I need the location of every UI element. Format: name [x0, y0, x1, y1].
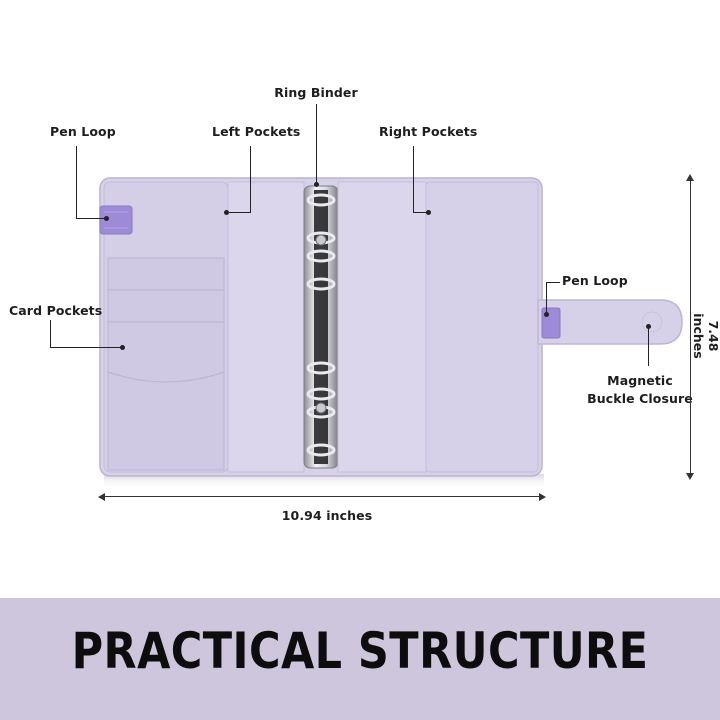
pen-loop-right-line-h: [546, 282, 560, 283]
binder-illustration: [99, 177, 683, 490]
right-pockets-line-v: [413, 146, 414, 212]
right-inner-panel: [337, 181, 427, 473]
magnetic-line: [648, 326, 649, 366]
banner-title: PRACTICAL STRUCTURE: [71, 622, 649, 680]
card-pocket-1: [107, 257, 225, 471]
right-pockets-label: Right Pockets: [379, 124, 478, 139]
right-pockets-dot: [426, 210, 431, 215]
pen-loop-left: [99, 205, 133, 235]
binder-shadow: [104, 474, 544, 490]
card-pockets-line-h: [50, 347, 122, 348]
pen-loop-right-dot: [544, 312, 549, 317]
pen-loop-right-line-v: [546, 282, 547, 314]
magnetic-dot: [646, 324, 651, 329]
ring-binder-label: Ring Binder: [274, 85, 358, 100]
magnetic-strap: [537, 299, 683, 345]
left-pockets-label: Left Pockets: [212, 124, 301, 139]
pen-loop-left-dot: [104, 216, 109, 221]
banner: [0, 598, 720, 720]
left-pockets-dot: [224, 210, 229, 215]
card-pockets-label: Card Pockets: [9, 303, 103, 318]
card-pocket-4: [107, 371, 225, 383]
magnetic-label-line2: Buckle Closure: [587, 391, 693, 406]
height-arrow-bottom: [686, 473, 694, 480]
pen-loop-left-line-h: [76, 218, 106, 219]
pen-loop-right-label: Pen Loop: [562, 273, 628, 288]
width-arrow-right: [539, 493, 546, 501]
rings: [306, 193, 336, 457]
pen-loop-left-line-v: [76, 146, 77, 218]
left-pockets-line-v: [250, 146, 251, 212]
height-arrow-top: [686, 174, 694, 181]
width-dimension-line: [102, 496, 542, 497]
ring-binder-line: [316, 104, 317, 184]
card-pockets-line-v: [50, 320, 51, 348]
magnetic-label-line1: Magnetic: [607, 373, 673, 388]
width-arrow-left: [98, 493, 105, 501]
left-inner-pocket: [227, 181, 305, 473]
right-pocket: [425, 181, 539, 473]
card-pockets-dot: [120, 345, 125, 350]
right-pockets-line-h: [413, 212, 429, 213]
pen-loop-left-label: Pen Loop: [50, 124, 116, 139]
width-dimension-label: 10.94 inches: [281, 508, 373, 523]
left-pockets-line-h: [226, 212, 251, 213]
height-dimension-line: [690, 178, 691, 476]
ring-binder-dot: [314, 182, 319, 187]
ring-buttons: [315, 234, 327, 414]
height-dimension-label: 7.48 inches: [691, 313, 720, 359]
